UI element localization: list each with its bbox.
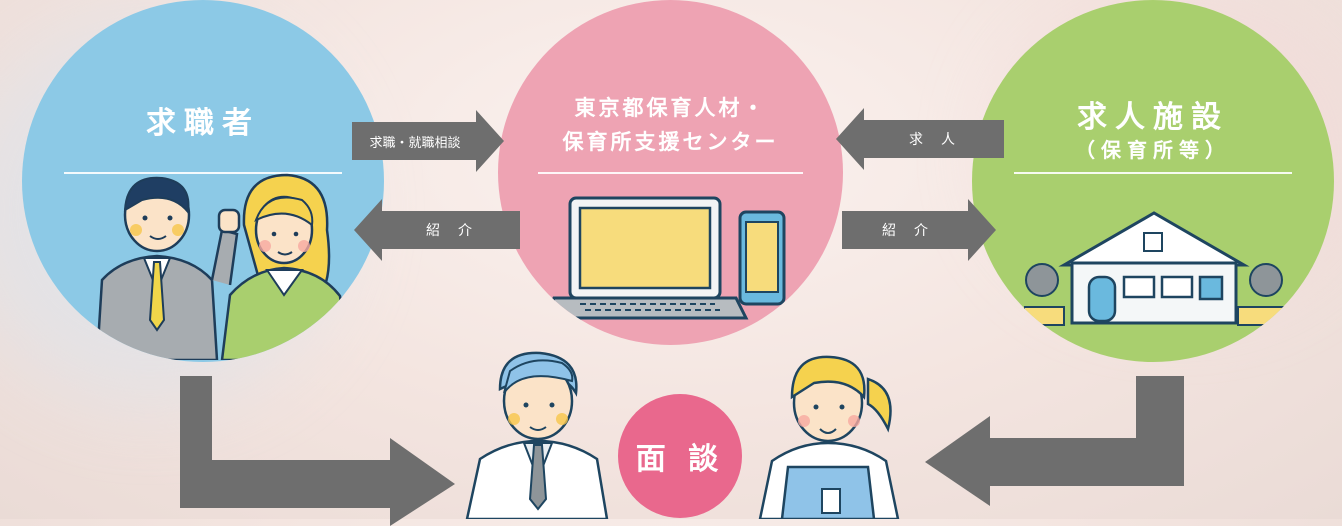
interview-label: 面 談 bbox=[635, 442, 725, 477]
arrow-head-icon bbox=[836, 108, 864, 170]
recruiting-facility-title-line1: 求人施設 bbox=[1077, 100, 1229, 135]
arrow-seeker-to-center: 求職・就職相談 bbox=[352, 110, 504, 172]
elbow-arrow-left bbox=[180, 376, 455, 526]
job-seeker-node: 求職者 bbox=[22, 0, 384, 362]
recruiting-facility-title-line2: （保育所等） bbox=[1075, 138, 1231, 162]
support-center-title-line1: 東京都保育人材・ bbox=[574, 96, 767, 120]
arrow-head-icon bbox=[354, 199, 382, 261]
arrow-center-to-seeker: 紹 介 bbox=[354, 199, 520, 261]
nursery-building-illustration bbox=[1024, 211, 1284, 326]
laptop-smartphone-illustration bbox=[550, 196, 786, 320]
job-seeker-illustration bbox=[95, 173, 349, 360]
recruiting-facility-divider bbox=[1014, 172, 1292, 174]
arrow-head-icon bbox=[476, 110, 504, 172]
interview-badge: 面 談 bbox=[618, 394, 742, 518]
arrow-facility-to-center: 求 人 bbox=[836, 108, 1004, 170]
arrow-head-icon bbox=[968, 199, 996, 261]
job-seeker-title: 求職者 bbox=[146, 106, 260, 141]
candidate-woman-illustration bbox=[758, 355, 900, 519]
support-center-title-line2: 保育所支援センター bbox=[562, 130, 779, 154]
recruiting-facility-node: 求人施設 （保育所等） bbox=[972, 0, 1334, 362]
support-center-divider bbox=[538, 172, 803, 174]
arrow-center-to-facility: 紹 介 bbox=[842, 199, 996, 261]
job-seeker-divider bbox=[64, 172, 342, 174]
interviewer-man-illustration bbox=[465, 351, 609, 519]
elbow-arrow-right bbox=[925, 376, 1184, 506]
support-center-node: 東京都保育人材・ 保育所支援センター bbox=[498, 0, 843, 345]
